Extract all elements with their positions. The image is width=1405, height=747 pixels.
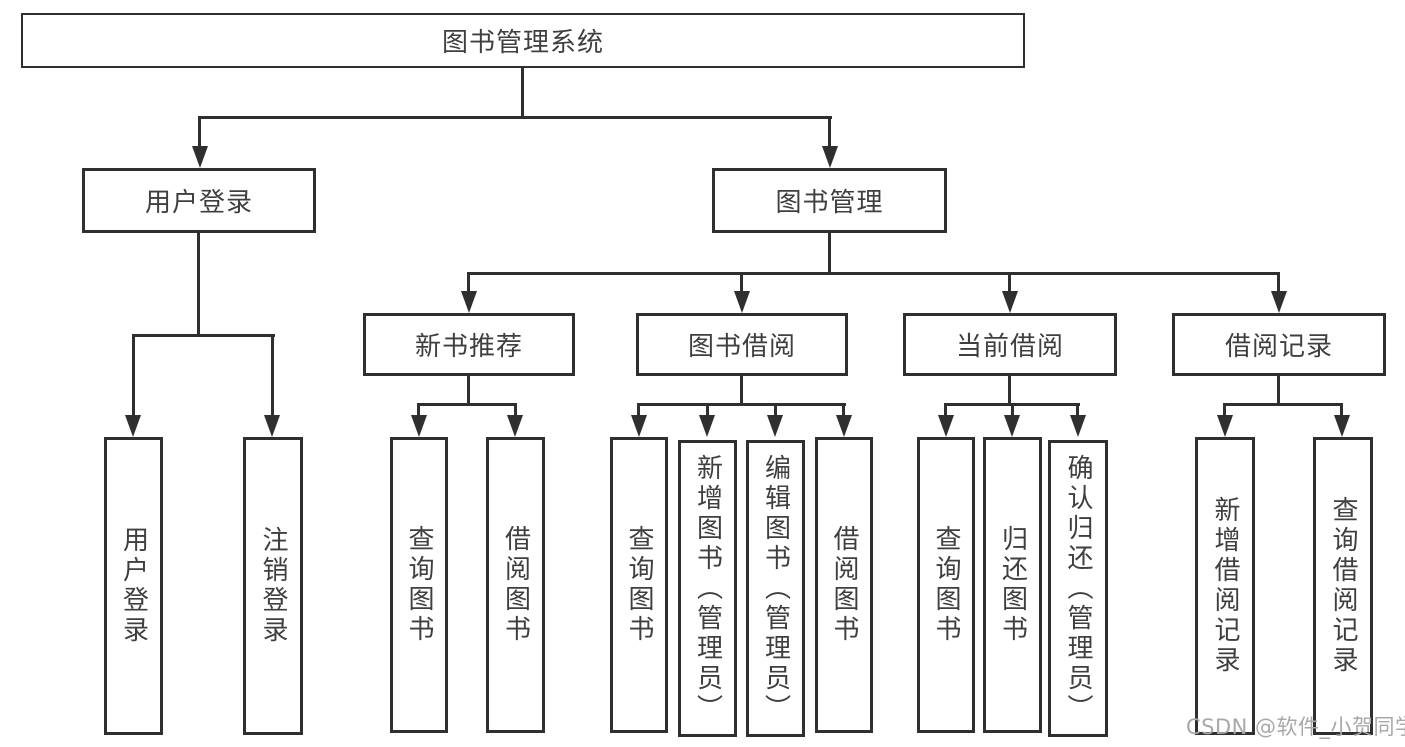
leaf-records-query-record: 查询借阅记录	[1313, 437, 1373, 735]
node-label: 图书管理	[775, 188, 884, 218]
connector-line	[198, 116, 832, 119]
arrow-down-icon	[631, 415, 647, 437]
connector-line	[1223, 403, 1343, 406]
connector-line	[1277, 272, 1280, 295]
leaf-label: 归还图书	[997, 525, 1028, 645]
connector-line	[774, 403, 777, 419]
leaf-records-add-record: 新增借阅记录	[1195, 437, 1255, 735]
leaf-label: 编辑图书（管理员）	[760, 453, 791, 724]
leaf-current-confirm-return-admin: 确认归还（管理员）	[1048, 440, 1108, 737]
connector-line	[637, 403, 640, 419]
leaf-label: 借阅图书	[829, 525, 859, 645]
watermark: CSDN @软件_小贺同学	[1186, 715, 1405, 739]
connector-line	[740, 272, 743, 295]
leaf-newbook-borrow-books: 借阅图书	[486, 437, 545, 733]
leaf-label: 查询借阅记录	[1328, 496, 1358, 676]
arrow-down-icon	[822, 146, 838, 168]
node-borrow-records: 借阅记录	[1172, 313, 1386, 376]
connector-line	[1340, 403, 1343, 419]
arrow-down-icon	[125, 415, 141, 437]
connector-line	[1277, 376, 1280, 406]
node-book-management: 图书管理	[712, 168, 947, 233]
connector-line	[198, 116, 201, 152]
leaf-borrow-query-books: 查询图书	[610, 437, 668, 733]
leaf-current-return-books: 归还图书	[983, 437, 1042, 733]
arrow-down-icon	[1334, 415, 1350, 437]
arrow-down-icon	[1217, 415, 1233, 437]
leaf-label: 新增图书（管理员）	[692, 453, 723, 724]
arrow-down-icon	[1070, 415, 1086, 437]
leaf-label: 确认归还（管理员）	[1063, 453, 1093, 724]
connector-line	[521, 67, 524, 119]
node-label: 图书借阅	[687, 332, 796, 362]
leaf-label: 查询图书	[404, 525, 434, 645]
connector-line	[132, 334, 275, 337]
arrow-down-icon	[1271, 291, 1287, 313]
node-label: 图书管理系统	[441, 28, 604, 58]
leaf-user-login: 用户登录	[104, 437, 163, 735]
leaf-newbook-query-books: 查询图书	[390, 437, 448, 733]
arrow-down-icon	[1002, 291, 1018, 313]
connector-line	[467, 272, 470, 295]
connector-line	[1076, 403, 1079, 419]
node-label: 借阅记录	[1224, 332, 1333, 362]
connector-line	[467, 376, 470, 406]
connector-line	[842, 403, 845, 419]
connector-line	[271, 334, 274, 419]
node-book-management-system: 图书管理系统	[21, 13, 1025, 68]
arrow-down-icon	[734, 291, 750, 313]
arrow-down-icon	[411, 415, 427, 437]
node-current-borrow: 当前借阅	[903, 313, 1117, 376]
arrow-down-icon	[264, 415, 280, 437]
connector-line	[514, 403, 517, 419]
arrow-down-icon	[767, 415, 783, 437]
arrow-down-icon	[507, 415, 523, 437]
leaf-borrow-edit-books-admin: 编辑图书（管理员）	[746, 440, 805, 737]
connector-line	[1223, 403, 1226, 419]
connector-line	[132, 334, 135, 419]
connector-line	[740, 376, 743, 406]
leaf-label: 查询图书	[931, 525, 961, 645]
leaf-label: 借阅图书	[500, 525, 531, 645]
leaf-label: 注销登录	[258, 526, 288, 646]
connector-line	[417, 403, 517, 406]
leaf-label: 查询图书	[624, 525, 654, 645]
node-label: 用户登录	[144, 188, 253, 218]
leaf-label: 用户登录	[118, 526, 149, 646]
leaf-borrow-add-books-admin: 新增图书（管理员）	[678, 440, 737, 737]
connector-line	[637, 403, 846, 406]
connector-line	[828, 116, 831, 152]
arrow-down-icon	[1004, 415, 1020, 437]
arrow-down-icon	[836, 415, 852, 437]
connector-line	[417, 403, 420, 419]
arrow-down-icon	[938, 415, 954, 437]
connector-line	[1011, 403, 1014, 419]
connector-line	[1008, 272, 1011, 295]
leaf-logout: 注销登录	[243, 437, 303, 735]
node-label: 新书推荐	[414, 332, 523, 362]
node-label: 当前借阅	[955, 332, 1064, 362]
leaf-current-query-books: 查询图书	[917, 437, 975, 733]
arrow-down-icon	[699, 415, 715, 437]
node-book-borrow: 图书借阅	[636, 313, 848, 376]
leaf-label: 新增借阅记录	[1210, 496, 1240, 676]
connector-line	[706, 403, 709, 419]
arrow-down-icon	[192, 146, 208, 168]
connector-line	[467, 272, 1279, 275]
connector-line	[197, 233, 200, 337]
connector-line	[828, 233, 831, 275]
leaf-borrow-borrow-books: 借阅图书	[815, 437, 873, 733]
arrow-down-icon	[461, 291, 477, 313]
node-new-book-recommend: 新书推荐	[363, 313, 575, 376]
connector-line	[1008, 376, 1011, 406]
connector-line	[944, 403, 947, 419]
node-user-login: 用户登录	[82, 168, 316, 233]
